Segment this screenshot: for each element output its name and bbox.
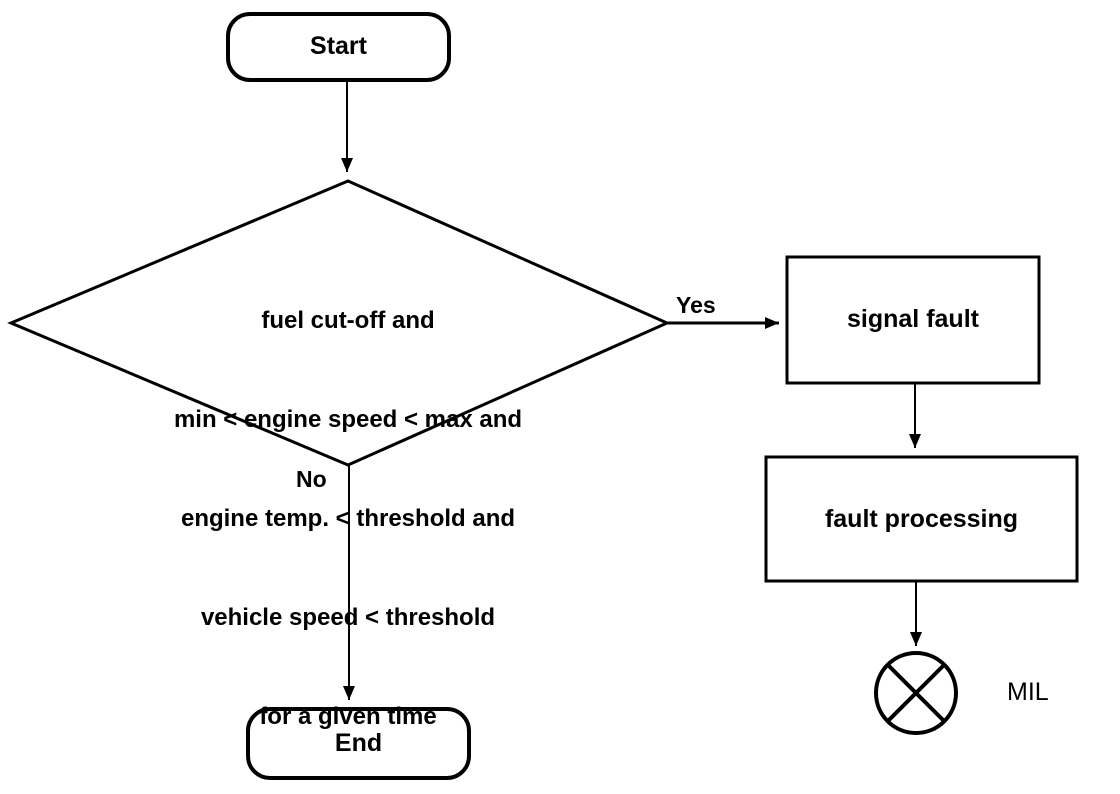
end-node-shape[interactable] (246, 707, 471, 780)
decision-node-shape[interactable] (7, 179, 671, 467)
fault-processing-node-shape[interactable] (764, 455, 1079, 583)
edge-label-yes: Yes (676, 292, 716, 318)
edge-label-no: No (296, 466, 327, 492)
mil-lamp-icon (874, 651, 958, 735)
mil-label: MIL (1007, 678, 1049, 706)
signal-fault-node-shape[interactable] (785, 255, 1041, 385)
start-node-shape[interactable] (226, 12, 451, 82)
